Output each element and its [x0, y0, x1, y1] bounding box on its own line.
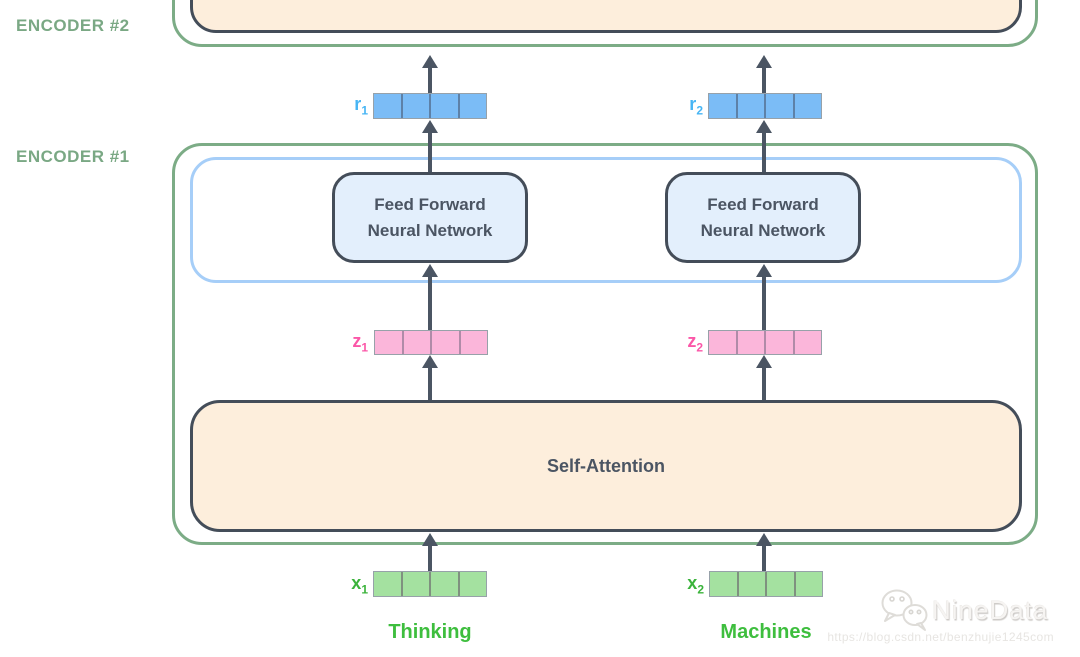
- vector-cell: [401, 331, 430, 354]
- encoder-2-label: ENCODER #2: [16, 16, 130, 35]
- vector-r1: [373, 93, 487, 119]
- vector-label-x1-sub: 1: [361, 582, 368, 597]
- vector-label-x1: x1: [328, 573, 368, 597]
- arrow-attention-to-z1: [422, 355, 438, 401]
- vector-cell: [430, 331, 459, 354]
- vector-label-x2: x2: [664, 573, 704, 597]
- self-attention-label: Self-Attention: [547, 455, 665, 476]
- vector-x1: [373, 571, 487, 597]
- vector-cell: [793, 572, 822, 596]
- arrow-r2-to-encoder2: [756, 55, 772, 93]
- arrow-x1-to-attention: [422, 533, 438, 572]
- wechat-icon: [878, 588, 930, 637]
- vector-r2: [708, 93, 822, 119]
- vector-label-z2: z2: [663, 331, 703, 355]
- token-label-machines: Machines: [720, 621, 812, 643]
- vector-label-r1-base: r: [354, 94, 362, 114]
- self-attention-box: Self-Attention: [190, 400, 1022, 532]
- vector-label-z1-sub: 1: [361, 340, 368, 355]
- arrow-attention-to-z2: [756, 355, 772, 401]
- feed-forward-line-1: Feed Forward: [374, 194, 486, 214]
- vector-cell: [429, 94, 458, 118]
- vector-cell: [710, 572, 737, 596]
- vector-cell: [457, 572, 486, 596]
- feed-forward-box-2: Feed Forward Neural Network: [665, 172, 861, 263]
- ffnn-container-box: [190, 157, 1022, 283]
- vector-label-r1: r1: [328, 94, 368, 118]
- feed-forward-box-2-text: Feed Forward Neural Network: [701, 192, 826, 244]
- vector-label-z2-base: z: [687, 331, 697, 351]
- vector-label-r2-base: r: [689, 94, 697, 114]
- vector-cell: [400, 572, 429, 596]
- vector-label-r1-sub: 1: [361, 103, 368, 118]
- vector-cell: [374, 572, 401, 596]
- vector-label-z2-sub: 2: [696, 340, 703, 355]
- vector-z2: [708, 330, 822, 355]
- vector-cell: [400, 94, 429, 118]
- vector-z1: [374, 330, 488, 355]
- vector-cell: [429, 572, 458, 596]
- vector-label-x2-base: x: [687, 573, 698, 593]
- vector-cell: [457, 94, 486, 118]
- vector-cell: [764, 331, 793, 354]
- feed-forward-box-1-text: Feed Forward Neural Network: [368, 192, 493, 244]
- feed-forward-line-2: Neural Network: [367, 220, 493, 240]
- vector-cell: [374, 94, 401, 118]
- vector-cell: [735, 94, 764, 118]
- encoder-2-attention-box: [190, 0, 1022, 33]
- vector-cell: [735, 331, 764, 354]
- vector-cell: [709, 331, 736, 354]
- arrow-r1-to-encoder2: [422, 55, 438, 93]
- vector-cell: [764, 94, 793, 118]
- arrow-z1-to-ffnn1: [422, 264, 438, 331]
- feed-forward-box-1: Feed Forward Neural Network: [332, 172, 528, 263]
- vector-label-r2-sub: 2: [696, 103, 703, 118]
- feed-forward-line-2: Neural Network: [700, 220, 826, 240]
- arrow-ffnn2-to-r2: [756, 120, 772, 174]
- vector-label-z1: z1: [328, 331, 368, 355]
- vector-label-x2-sub: 2: [697, 582, 704, 597]
- vector-label-r2: r2: [663, 94, 703, 118]
- vector-cell: [765, 572, 794, 596]
- encoder-1-label: ENCODER #1: [16, 147, 130, 166]
- token-label-thinking: Thinking: [388, 621, 472, 643]
- feed-forward-line-1: Feed Forward: [707, 194, 819, 214]
- vector-x2: [709, 571, 823, 597]
- arrow-x2-to-attention: [756, 533, 772, 572]
- watermark-url: https://blog.csdn.net/benzhujie1245com: [827, 630, 1054, 644]
- vector-cell: [736, 572, 765, 596]
- encoder-2-box: [172, 0, 1038, 47]
- vector-cell: [792, 331, 821, 354]
- watermark-brand: NineData: [932, 595, 1049, 625]
- arrow-z2-to-ffnn2: [756, 264, 772, 331]
- encoder-1-box: [172, 143, 1038, 545]
- vector-label-z1-base: z: [352, 331, 362, 351]
- vector-cell: [709, 94, 736, 118]
- vector-cell: [792, 94, 821, 118]
- vector-cell: [458, 331, 487, 354]
- vector-label-x1-base: x: [351, 573, 362, 593]
- arrow-ffnn1-to-r1: [422, 120, 438, 174]
- vector-cell: [375, 331, 402, 354]
